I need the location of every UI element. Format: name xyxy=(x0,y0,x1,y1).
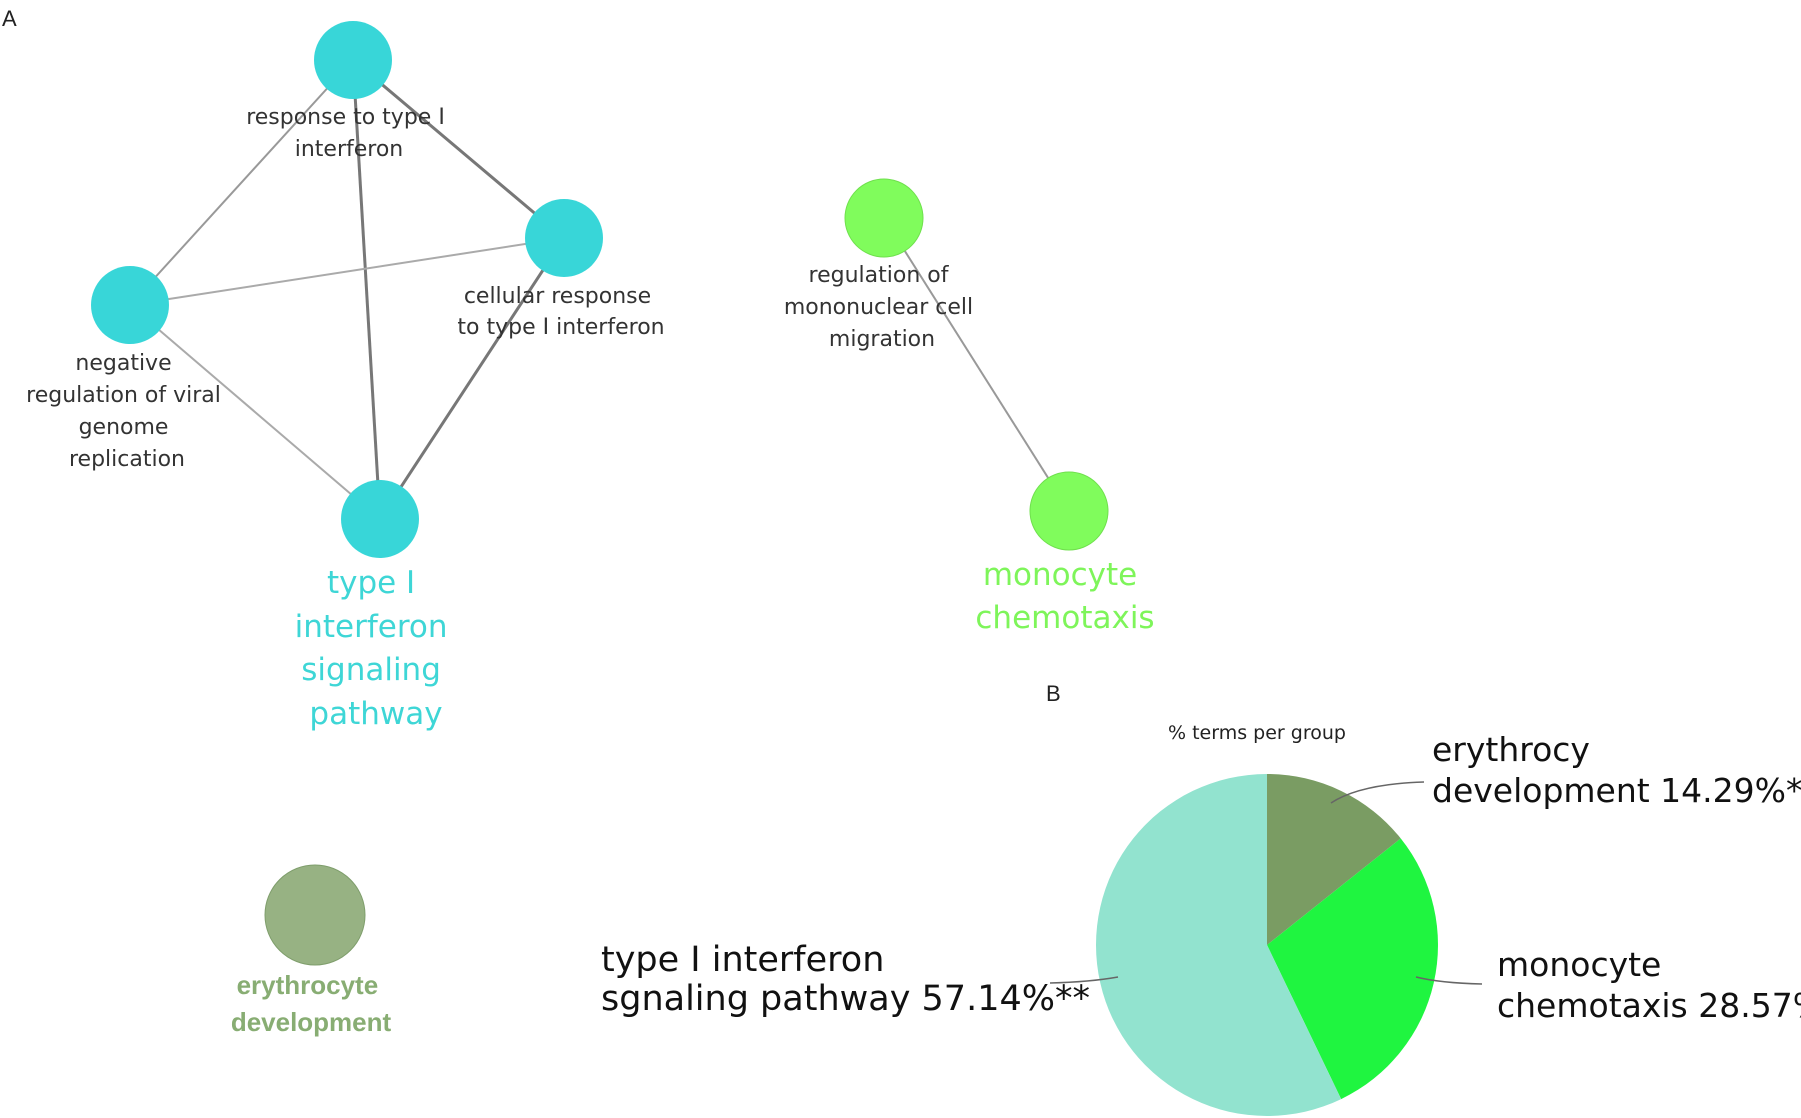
label-type1-line-3: signaling xyxy=(301,652,441,688)
label-type1-line-1: type I xyxy=(327,565,415,601)
label-cellular-response: cellular response to type I interferon xyxy=(457,284,664,340)
label-response-line-1: response to type I xyxy=(246,105,445,130)
pie-label-monocyte-line-2: chemotaxis 28.57%** xyxy=(1497,986,1801,1025)
label-mononuclear-line-1: regulation of xyxy=(809,263,950,288)
leader-line-monocyte xyxy=(1415,976,1483,985)
label-mononuclear-line-3: migration xyxy=(829,327,935,352)
label-negative-line-4: replication xyxy=(69,447,185,472)
node-response-to-type-i-interferon xyxy=(314,21,392,99)
node-monocyte-chemotaxis xyxy=(1029,471,1109,551)
pie-label-type1: type I interferon sgnaling pathway 57.14… xyxy=(601,940,1090,1019)
label-type-i-interferon-signaling: type I interferon signaling pathway xyxy=(295,565,458,732)
pie-label-type1-line-1: type I interferon xyxy=(601,940,884,980)
edge-response-negative xyxy=(129,59,354,306)
pie-chart xyxy=(1096,774,1438,1116)
panel-a-label: A xyxy=(2,6,17,31)
label-negative-line-3: genome xyxy=(79,415,169,440)
pie-label-erythrocy-line-2: development 14.29%** xyxy=(1432,771,1801,810)
label-negative-regulation: negative regulation of viral genome repl… xyxy=(26,351,228,472)
label-cellular-line-1: cellular response xyxy=(464,284,651,309)
pie-label-monocyte-line-1: monocyte xyxy=(1497,945,1661,984)
pie-slice-monocyte-chemotaxis xyxy=(1267,838,1438,1100)
pie-slice-erythrocy-development xyxy=(1267,774,1401,945)
pie-label-type1-line-2: sgnaling pathway 57.14%** xyxy=(601,979,1090,1019)
label-response-line-2: interferon xyxy=(295,137,404,162)
label-mononuclear-line-2: mononuclear cell xyxy=(784,295,973,320)
pie-label-erythrocy-line-1: erythrocy xyxy=(1432,730,1590,769)
label-negative-line-1: negative xyxy=(75,351,171,376)
pie-label-monocyte: monocyte chemotaxis 28.57%** xyxy=(1497,945,1801,1025)
edge-cellular-negative xyxy=(129,237,565,306)
pie-label-erythrocy: erythrocy development 14.29%** xyxy=(1432,730,1801,810)
label-monocyte-line-2: chemotaxis xyxy=(975,600,1154,636)
node-type-i-interferon-signaling xyxy=(341,480,419,558)
label-regulation-mononuclear: regulation of mononuclear cell migration xyxy=(784,263,980,352)
label-response-to-type-i-interferon: response to type I interferon xyxy=(246,105,452,162)
label-negative-line-2: regulation of viral xyxy=(26,383,221,408)
network-nodes xyxy=(91,21,1109,966)
leader-line-erythrocy xyxy=(1330,781,1425,804)
label-monocyte-chemotaxis: monocyte chemotaxis xyxy=(975,557,1154,636)
edge-cellular-type1 xyxy=(378,237,566,520)
network-edges xyxy=(129,58,1070,520)
label-erythrocyte-development: erythrocyte development xyxy=(231,970,392,1037)
label-cellular-line-2: to type I interferon xyxy=(457,315,664,340)
node-cellular-response xyxy=(525,199,603,277)
edge-negative-type1 xyxy=(129,304,381,520)
label-monocyte-line-1: monocyte xyxy=(983,557,1137,593)
edge-response-cellular xyxy=(352,58,565,240)
leader-line-type1 xyxy=(1049,976,1119,984)
node-erythrocyte-development xyxy=(264,864,366,966)
label-type1-line-4: pathway xyxy=(309,696,442,732)
edge-mononuclear-monocyte xyxy=(883,217,1070,512)
node-labels: response to type I interferon cellular r… xyxy=(26,105,1154,1037)
label-type1-line-2: interferon xyxy=(295,609,448,645)
node-regulation-mononuclear xyxy=(844,178,924,258)
pie-leader-lines xyxy=(1049,781,1483,985)
edge-response-type1 xyxy=(351,59,382,520)
label-erythrocyte-line-2: development xyxy=(231,1007,392,1037)
node-negative-regulation xyxy=(91,266,169,344)
label-erythrocyte-line-1: erythrocyte xyxy=(237,970,379,1000)
pie-slice-type-i-interferon-sgnaling-pathway xyxy=(1096,774,1342,1116)
panel-b-label: B xyxy=(1046,681,1061,706)
pie-title: % terms per group xyxy=(1168,722,1346,744)
pie-labels: erythrocy development 14.29%** monocyte … xyxy=(601,730,1801,1025)
